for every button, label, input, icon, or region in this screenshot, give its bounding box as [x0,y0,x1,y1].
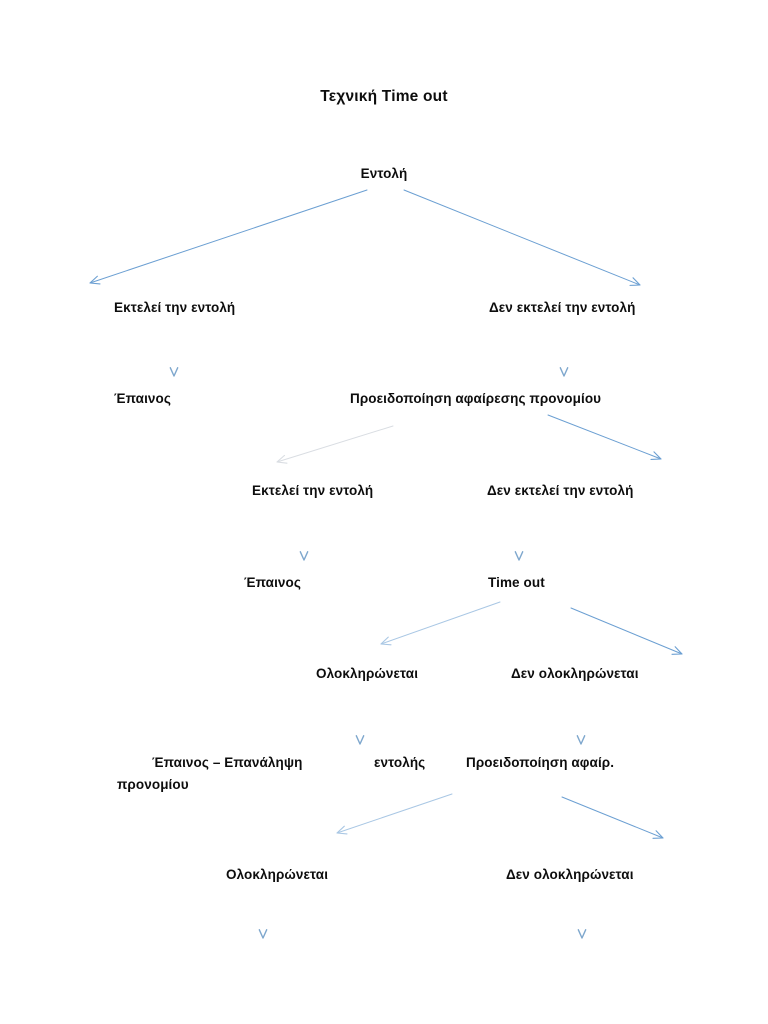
node-warn2: Προειδοποίηση αφαίρ. [466,755,615,770]
arrow-e12 [576,695,586,745]
node-praise3: Έπαινος – Επανάληψη [152,755,303,770]
node-exec2: Εκτελεί την εντολή [252,483,374,498]
arrow-e15 [258,892,268,939]
arrow-e4 [559,329,569,377]
arrow-e2 [403,189,641,286]
arrow-e9 [380,601,501,646]
node-warn1: Προειδοποίηση αφαίρεσης προνομίου [350,391,602,406]
arrow-e7 [299,512,309,561]
arrow-e6 [547,414,662,461]
node-praise3b: προνομίου [117,777,189,792]
arrow-e1 [89,189,368,285]
arrow-e8 [514,512,524,561]
node-exec1: Εκτελεί την εντολή [114,300,236,315]
node-praise2: Έπαινος [244,575,302,590]
arrow-e5 [276,425,394,464]
arrow-e3 [169,329,179,377]
node-timeout: Time out [488,575,545,590]
node-incomplete1: Δεν ολοκληρώνεται [511,666,639,681]
arrow-e11 [355,695,365,745]
node-noexec2: Δεν εκτελεί την εντολή [487,483,634,498]
node-complete2: Ολοκληρώνεται [226,867,329,882]
node-entolis: εντολής [374,755,426,770]
arrow-e13 [336,793,453,835]
node-root: Εντολή [360,166,408,181]
arrow-e14 [561,796,664,839]
node-complete1: Ολοκληρώνεται [316,666,419,681]
arrow-e16 [577,892,587,939]
node-incomplete2: Δεν ολοκληρώνεται [506,867,634,882]
arrow-e10 [570,607,683,655]
node-praise1: Έπαινος [114,391,172,406]
node-noexec1: Δεν εκτελεί την εντολή [489,300,636,315]
page-title: Τεχνική Time out [320,88,448,105]
